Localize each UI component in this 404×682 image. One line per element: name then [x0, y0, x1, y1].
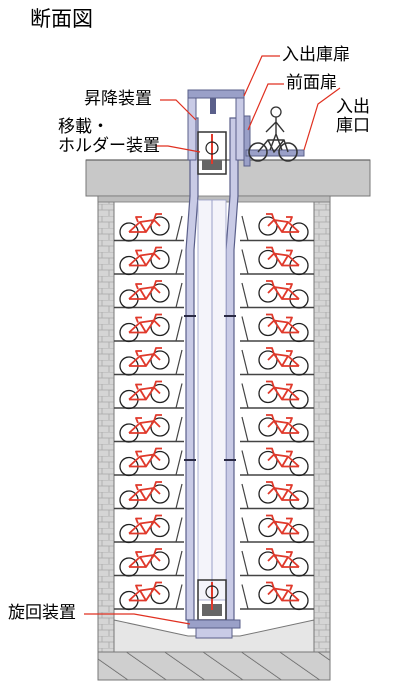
- bicycle-left: [119, 447, 170, 477]
- bicycle-right: [258, 347, 309, 376]
- transfer-holder-top: [197, 131, 227, 175]
- ground-slab: [85, 159, 371, 197]
- bicycle-left: [119, 380, 170, 410]
- shelf-hook-left: [175, 483, 183, 509]
- bicycle-left: [119, 313, 170, 343]
- shelf-hook-right: [241, 483, 249, 509]
- label-entrance-port: 入出 庫口: [336, 97, 370, 136]
- bicycle-left: [119, 481, 170, 510]
- turntable: [187, 619, 241, 639]
- shelf-hook-left: [175, 215, 183, 241]
- shelf-hook-left: [175, 416, 183, 442]
- storage-shelves: [114, 213, 314, 611]
- shelf-hook-right: [241, 584, 249, 610]
- bicycle-left: [119, 213, 170, 242]
- bicycle-left: [119, 581, 170, 611]
- bicycle-left: [119, 548, 170, 577]
- bicycle-right: [258, 380, 309, 410]
- label-front-door: 前面扉: [286, 73, 337, 93]
- person-with-bike: [245, 106, 305, 162]
- label-entrance-door: 入出庫扉: [282, 45, 350, 65]
- bicycle-right: [258, 514, 309, 544]
- bicycle-right: [258, 481, 309, 510]
- leader-lines: [84, 55, 341, 625]
- bicycle-left: [119, 347, 170, 376]
- elevator-shaft: [184, 117, 239, 621]
- label-turntable: 旋回装置: [8, 603, 76, 623]
- bicycle-left: [119, 246, 170, 276]
- bicycle-right: [258, 280, 309, 309]
- bicycle-left: [119, 514, 170, 544]
- shelf-hook-left: [175, 282, 183, 308]
- shelf-hook-left: [175, 584, 183, 610]
- bicycle-left: [119, 280, 170, 309]
- bicycle-right: [258, 581, 309, 611]
- label-elevator: 昇降装置: [84, 89, 152, 109]
- shelf-hook-left: [175, 249, 183, 275]
- bicycle-right: [258, 246, 309, 276]
- bicycle-right: [258, 447, 309, 477]
- transfer-holder-bottom: [197, 579, 227, 621]
- shelf-hook-right: [241, 282, 249, 308]
- shelf-hook-left: [175, 550, 183, 576]
- shelf-hook-left: [175, 349, 183, 375]
- bicycle-right: [258, 213, 309, 242]
- diagram-title: 断面図: [30, 7, 93, 31]
- shelf-hook-left: [175, 517, 183, 543]
- shelf-hook-right: [241, 550, 249, 576]
- pit-walls: [97, 195, 331, 681]
- elevator-tower: [187, 89, 251, 167]
- shelf-hook-right: [241, 215, 249, 241]
- shelf-hook-right: [241, 316, 249, 342]
- shelf-hook-right: [241, 450, 249, 476]
- bicycle-right: [258, 414, 309, 443]
- bicycle-right: [258, 548, 309, 577]
- bicycle-left: [119, 414, 170, 443]
- shelf-hook-left: [175, 316, 183, 342]
- bicycle-right: [258, 313, 309, 343]
- shelf-hook-left: [175, 383, 183, 409]
- label-transfer-holder: 移載・ ホルダー装置: [58, 117, 160, 156]
- shelf-hook-right: [241, 416, 249, 442]
- shelf-hook-right: [241, 349, 249, 375]
- shelf-hook-right: [241, 517, 249, 543]
- shelf-hook-right: [241, 249, 249, 275]
- shelf-hook-left: [175, 450, 183, 476]
- shelf-hook-right: [241, 383, 249, 409]
